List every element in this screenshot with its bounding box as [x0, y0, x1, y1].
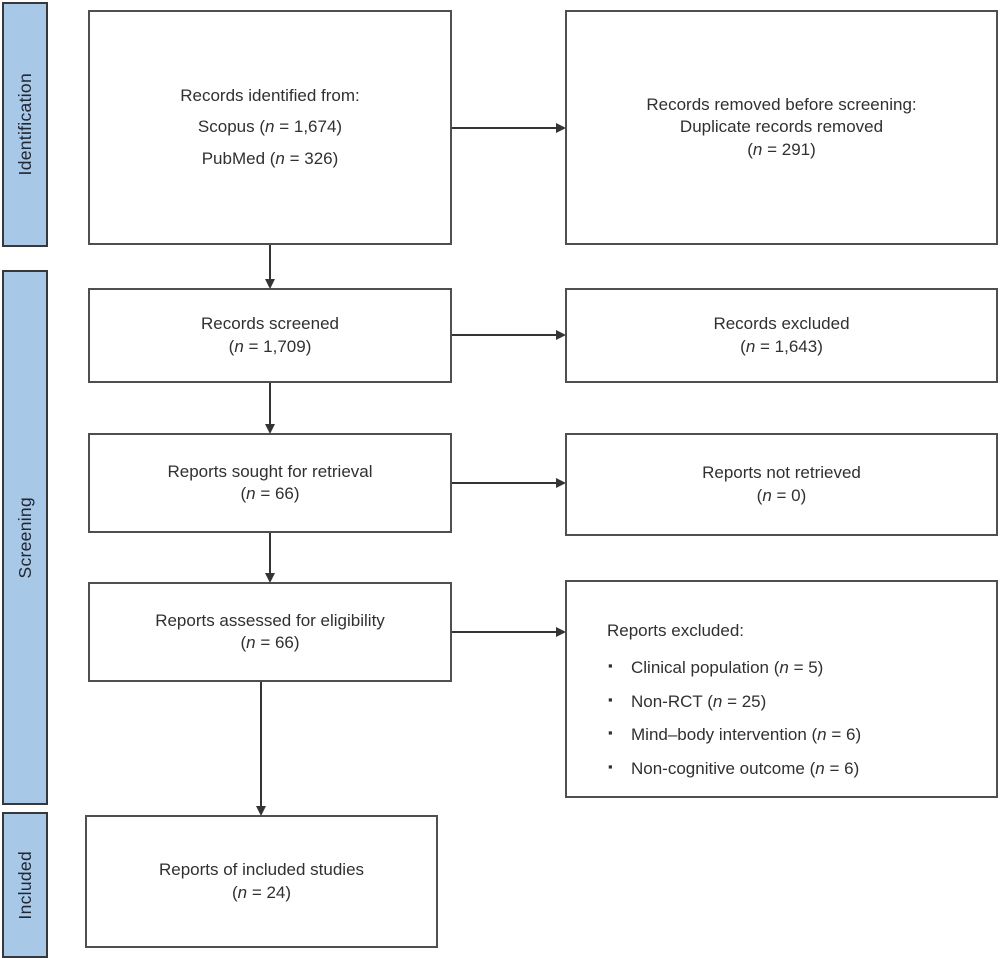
- stage-band-screening: Screening: [2, 270, 48, 805]
- reports-excluded-title: Reports excluded:: [607, 621, 745, 640]
- arrow-down-sought-to-assessed: [269, 533, 271, 581]
- text-line: (n = 66): [240, 633, 300, 652]
- text-line: Non-RCT (n = 25): [607, 691, 980, 713]
- stage-label-screening: Screening: [14, 496, 35, 579]
- stage-band-included: Included: [2, 812, 48, 958]
- box-reports-assessed: Reports assessed for eligibility (n = 66): [88, 582, 452, 682]
- text-line: PubMed (n = 326): [201, 148, 339, 168]
- text-line: (n = 24): [231, 882, 292, 902]
- text-line: Scopus (n = 1,674): [197, 117, 343, 137]
- text-line: Reports of included studies: [158, 860, 365, 880]
- reports-excluded-reason-list: Clinical population (n = 5) Non-RCT (n = …: [607, 657, 980, 780]
- text-line: (n = 1,709): [228, 336, 312, 356]
- text-line: Duplicate records removed: [679, 117, 884, 137]
- box-records-screened: Records screened(n = 1,709): [88, 288, 452, 383]
- text-line: Non-cognitive outcome (n = 6): [607, 758, 980, 780]
- arrow-right-sought-to-not-retrieved: [452, 482, 564, 484]
- text-line: (n = 1,643): [740, 336, 823, 356]
- text-line: Reports assessed for eligibility: [155, 610, 385, 630]
- box-reports-not-retrieved: Reports not retrieved(n = 0): [565, 433, 998, 536]
- box-reports-included: Reports of included studies(n = 24): [85, 815, 438, 948]
- arrow-down-screened-to-sought: [269, 383, 271, 432]
- text-line: Reports sought for retrieval: [167, 461, 373, 481]
- stage-label-included: Included: [14, 850, 35, 920]
- text-line: (n = 66): [240, 484, 300, 503]
- arrow-down-assessed-to-included: [260, 682, 262, 814]
- text-line: Records excluded: [713, 314, 850, 334]
- box-records-removed: Records removed before screening: Duplica…: [565, 10, 998, 245]
- arrow-right-identified-to-removed: [452, 127, 564, 129]
- text-line: (n = 291): [747, 139, 816, 159]
- text-line: Clinical population (n = 5): [607, 657, 980, 679]
- box-reports-sought: Reports sought for retrieval (n = 66): [88, 433, 452, 533]
- text-line: Records removed before screening:: [646, 94, 917, 114]
- text-line: Records identified from:: [180, 85, 360, 105]
- box-records-identified: Records identified from: Scopus (n = 1,67…: [88, 10, 452, 245]
- text-line: Mind–body intervention (n = 6): [607, 724, 980, 746]
- text-line: (n = 0): [756, 485, 807, 505]
- stage-band-identification: Identification: [2, 2, 48, 247]
- arrow-right-screened-to-excluded: [452, 334, 564, 336]
- arrow-right-assessed-to-reports-excluded: [452, 631, 564, 633]
- arrow-down-identified-to-screened: [269, 245, 271, 287]
- text-line: Reports not retrieved: [702, 463, 861, 483]
- box-records-excluded: Records excluded(n = 1,643): [565, 288, 998, 383]
- stage-label-identification: Identification: [14, 73, 35, 176]
- box-reports-excluded: Reports excluded: Clinical population (n…: [565, 580, 998, 798]
- text-line: Records screened: [201, 314, 339, 334]
